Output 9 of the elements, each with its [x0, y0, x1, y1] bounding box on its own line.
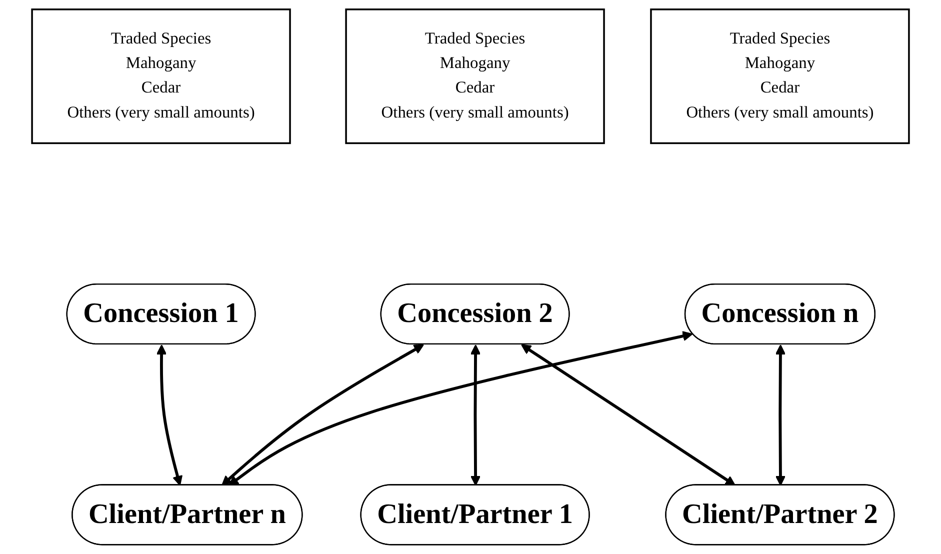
arrow [221, 344, 424, 486]
arrow [156, 344, 183, 486]
node-box: Traded Species Mahogany Cedar Others (very small amounts) [31, 8, 291, 144]
arrow [775, 344, 786, 486]
arrow [521, 344, 736, 486]
node-box: Traded Species Mahogany Cedar Others (very small amounts) [345, 8, 605, 144]
arrow [228, 331, 693, 486]
arrow [470, 344, 481, 486]
node-box: Traded Species Mahogany Cedar Others (very small amounts) [650, 8, 910, 144]
